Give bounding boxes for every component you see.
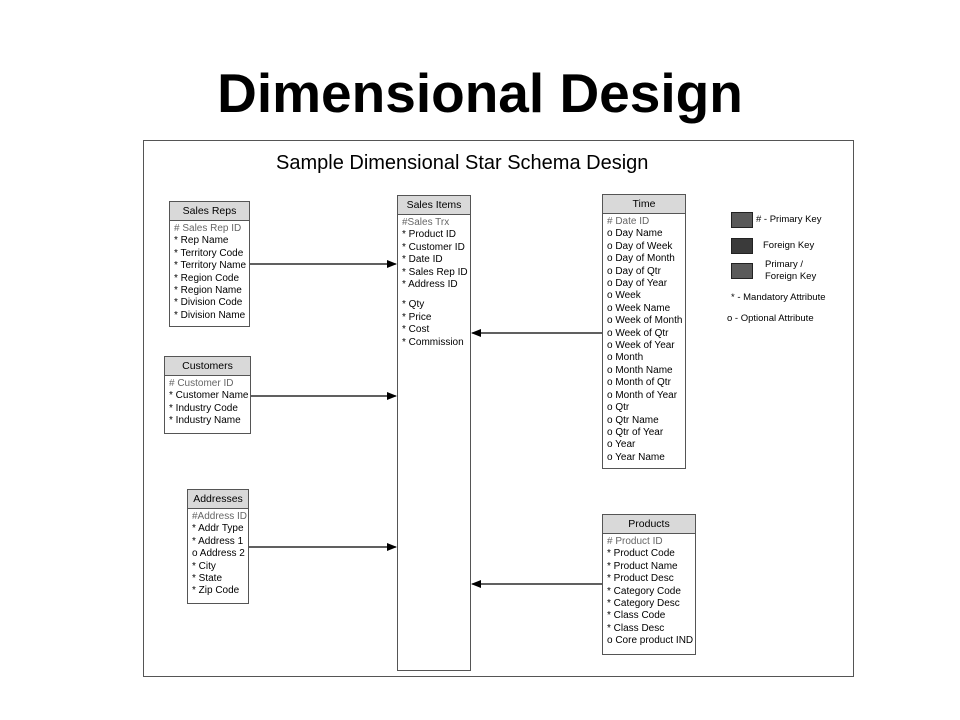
attribute-item: o Year	[607, 439, 636, 451]
attribute-list: # Sales Rep ID * Rep Name * Territory Co…	[170, 221, 249, 322]
attribute-item: * Product Name	[607, 560, 678, 572]
attribute-item: o Month of Qtr	[607, 377, 671, 389]
attribute-item: * Commission	[402, 336, 464, 348]
attribute-item: o Year Name	[607, 451, 665, 463]
entity-header: Products	[603, 515, 695, 534]
attribute-item: * City	[192, 560, 216, 572]
attribute-item: * Product Code	[607, 548, 675, 560]
attribute-item: * Region Name	[174, 285, 242, 297]
attribute-item: * Customer ID	[402, 241, 465, 253]
attribute-list: # Customer ID * Customer Name * Industry…	[165, 376, 250, 428]
attribute-item: * Industry Code	[169, 402, 238, 414]
legend-mandatory: * - Mandatory Attribute	[731, 292, 826, 303]
attribute-item: * Division Code	[174, 297, 243, 309]
attribute-item: * Division Name	[174, 309, 246, 321]
attribute-item: * Territory Name	[174, 260, 247, 272]
attribute-item: * Sales Rep ID	[402, 266, 468, 278]
attribute-item: * Date ID	[402, 254, 443, 266]
attribute-item: o Day of Year	[607, 278, 668, 290]
attribute-item: o Core product IND	[607, 635, 694, 647]
legend-primary-foreign-key-line2: Foreign Key	[765, 271, 817, 282]
attribute-item: o Qtr Name	[607, 414, 659, 426]
attribute-list: # Date ID o Day Name o Day of Week o Day…	[603, 214, 685, 464]
attribute-item: * Class Code	[607, 610, 666, 622]
attribute-item: o Week Name	[607, 302, 671, 314]
attribute-item: o Qtr	[607, 402, 630, 414]
attribute-item: # Date ID	[607, 216, 650, 227]
attribute-item: # Sales Rep ID	[174, 223, 242, 234]
attribute-item: # Customer ID	[169, 378, 234, 389]
attribute-item: o Qtr of Year	[607, 426, 664, 438]
attribute-item: * Product ID	[402, 229, 456, 241]
attribute-item: o Day of Week	[607, 240, 673, 252]
slide-title: Dimensional Design	[217, 62, 743, 124]
legend-primary-key: # - Primary Key	[756, 214, 822, 225]
entity-header: Addresses	[188, 490, 248, 509]
attribute-item: * Class Desc	[607, 622, 665, 634]
attribute-item: * State	[192, 573, 223, 585]
foreign-key-swatch	[731, 238, 753, 254]
legend-foreign-key: Foreign Key	[763, 240, 815, 251]
attribute-item: * Product Desc	[607, 573, 674, 585]
attribute-item: * Category Desc	[607, 598, 680, 610]
attribute-item: o Week	[607, 290, 641, 302]
attribute-item: * Region Code	[174, 272, 240, 284]
entity-header: Sales Reps	[170, 202, 249, 221]
attribute-item: * Zip Code	[192, 585, 240, 597]
entity-products: Products # Product ID * Product Code * P…	[602, 514, 696, 655]
attribute-item: * Industry Name	[169, 415, 241, 427]
primary-foreign-key-swatch	[731, 263, 753, 279]
diagram-frame	[143, 140, 854, 677]
attribute-item: o Week of Month	[607, 315, 683, 327]
attribute-item: # Product ID	[607, 536, 663, 547]
attribute-item: o Month	[607, 352, 644, 364]
entity-header: Customers	[165, 357, 250, 376]
entity-addresses: Addresses #Address ID * Addr Type * Addr…	[187, 489, 249, 604]
attribute-list: #Sales Trx * Product ID * Customer ID * …	[398, 215, 470, 349]
attribute-item: o Week of Year	[607, 340, 675, 352]
legend-primary-foreign-key-line1: Primary /	[765, 259, 803, 270]
entity-time: Time # Date ID o Day Name o Day of Week …	[602, 194, 686, 469]
attribute-list: # Product ID * Product Code * Product Na…	[603, 534, 695, 648]
attribute-item: * Qty	[402, 299, 425, 311]
diagram-title: Sample Dimensional Star Schema Design	[276, 152, 649, 174]
primary-key-swatch	[731, 212, 753, 228]
attribute-item: #Sales Trx	[402, 217, 450, 228]
entity-sales-reps: Sales Reps # Sales Rep ID * Rep Name * T…	[169, 201, 250, 327]
attribute-item: * Address 1	[192, 535, 244, 547]
attribute-item: * Customer Name	[169, 390, 249, 402]
attribute-item: o Week of Qtr	[607, 327, 669, 339]
legend-optional: o - Optional Attribute	[727, 313, 814, 324]
attribute-item: o Day of Month	[607, 253, 675, 265]
attribute-item: * Territory Code	[174, 247, 244, 259]
entity-header: Time	[603, 195, 685, 214]
attribute-item: o Day of Qtr	[607, 265, 661, 277]
attribute-item: * Rep Name	[174, 235, 229, 247]
attribute-item: #Address ID	[192, 511, 248, 522]
attribute-item: * Category Code	[607, 585, 681, 597]
entity-customers: Customers # Customer ID * Customer Name …	[164, 356, 251, 434]
attribute-list: #Address ID * Addr Type * Address 1 o Ad…	[188, 509, 248, 598]
attribute-item: o Day Name	[607, 228, 663, 240]
attribute-item: o Month of Year	[607, 389, 678, 401]
attribute-item: o Month Name	[607, 364, 673, 376]
entity-header: Sales Items	[398, 196, 470, 215]
attribute-item: * Cost	[402, 324, 430, 336]
attribute-item: * Addr Type	[192, 523, 244, 535]
entity-sales-items: Sales Items #Sales Trx * Product ID * Cu…	[397, 195, 471, 671]
attribute-item: * Price	[402, 311, 432, 323]
attribute-item: * Address ID	[402, 279, 458, 291]
attribute-item: o Address 2	[192, 548, 245, 560]
